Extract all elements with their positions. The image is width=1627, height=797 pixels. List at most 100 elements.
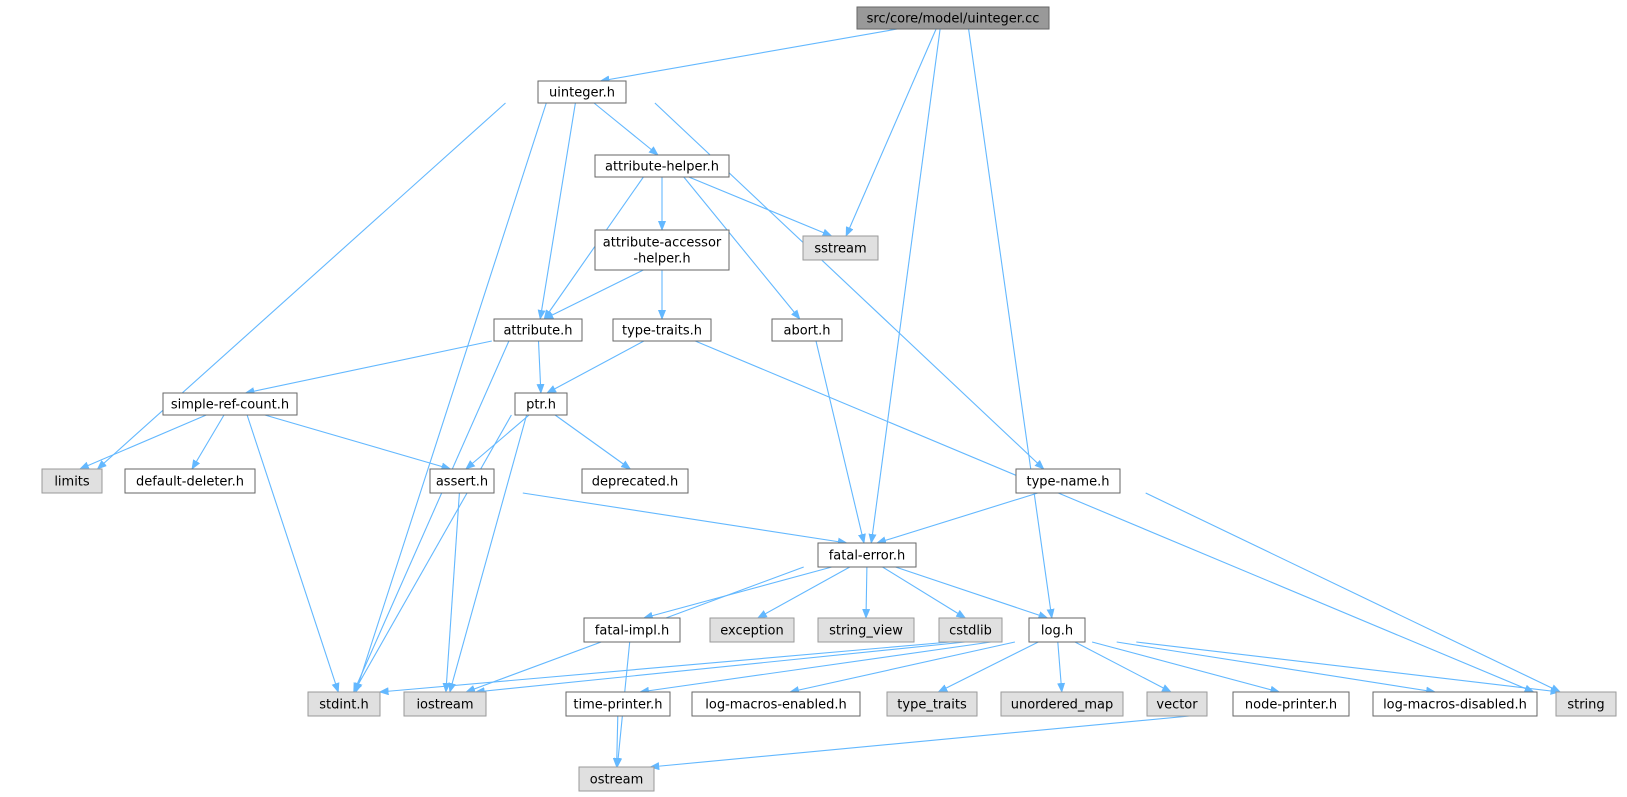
- node-label-log-macros-disabled-h: log-macros-disabled.h: [1383, 698, 1527, 713]
- node-box-abort-h: [771, 318, 843, 342]
- edge-uinteger-cc-to-log-h: [968, 28, 1055, 619]
- node-iostream: iostream: [403, 691, 487, 717]
- node-log-macros-disabled-h[interactable]: log-macros-disabled.h: [1372, 691, 1538, 717]
- edge-simple-ref-count-h-to-assert-h: [264, 414, 452, 471]
- edge-attribute-helper-h-to-sstream: [688, 176, 833, 237]
- edge-assert-h-to-fatal-error-h: [522, 492, 848, 546]
- node-attribute-helper-h[interactable]: attribute-helper.h: [594, 154, 730, 178]
- edge-simple-ref-count-h-to-stdint-h: [246, 414, 340, 693]
- node-box-limits: [41, 468, 103, 494]
- node-attribute-accessor-helper-h[interactable]: attribute-accessor-helper.h: [594, 229, 730, 271]
- node-fatal-impl-h[interactable]: fatal-impl.h: [583, 617, 681, 643]
- node-label-uinteger-h: uinteger.h: [549, 86, 615, 101]
- edge-log-h-to-node-printer-h: [1091, 641, 1281, 694]
- node-label-vector: vector: [1156, 698, 1198, 713]
- node-box-unordered-map: [1000, 691, 1124, 717]
- edge-time-printer-h-to-ostream: [612, 715, 621, 768]
- node-assert-h[interactable]: assert.h: [429, 468, 495, 494]
- node-node-printer-h[interactable]: node-printer.h: [1232, 691, 1350, 717]
- edge-fatal-error-h-to-string-view: [862, 566, 871, 619]
- node-simple-ref-count-h[interactable]: simple-ref-count.h: [162, 392, 298, 416]
- edge-type-traits-h-to-ptr-h: [546, 340, 645, 394]
- node-box-stdint-h: [307, 691, 381, 717]
- node-label-unordered-map: unordered_map: [1011, 698, 1114, 713]
- node-box-log-macros-enabled-h: [691, 691, 861, 717]
- node-type-traits-h[interactable]: type-traits.h: [612, 318, 712, 342]
- node-time-printer-h[interactable]: time-printer.h: [565, 691, 671, 717]
- node-label-deprecated-h: deprecated.h: [592, 475, 678, 490]
- node-default-deleter-h[interactable]: default-deleter.h: [124, 468, 256, 494]
- node-ptr-h[interactable]: ptr.h: [514, 392, 568, 416]
- edge-log-h-to-unordered-map: [1057, 641, 1066, 693]
- node-exception: exception: [709, 617, 795, 643]
- edge-uinteger-h-to-limits: [96, 102, 506, 470]
- node-box-type-traits: [886, 691, 978, 717]
- edge-attribute-accessor-helper-h-to-attribute-h: [543, 269, 644, 320]
- nodes-layer: src/core/model/uinteger.cc uinteger.h attr…: [41, 6, 1617, 792]
- edge-simple-ref-count-h-to-limits: [78, 414, 207, 470]
- node-label-iostream: iostream: [416, 698, 473, 713]
- edge-log-h-to-string: [1136, 641, 1561, 695]
- edge-uinteger-cc-to-fatal-error-h: [868, 28, 941, 544]
- edge-uinteger-h-to-stdint-h: [354, 102, 547, 693]
- node-label-attribute-accessor-helper-h: attribute-accessor: [603, 236, 722, 251]
- node-type-name-h[interactable]: type-name.h: [1015, 468, 1121, 494]
- node-fatal-error-h[interactable]: fatal-error.h: [817, 542, 917, 568]
- edge-fatal-error-h-to-exception: [756, 566, 851, 619]
- node-box-ptr-h: [514, 392, 568, 416]
- edge-abort-h-to-fatal-error-h: [815, 340, 866, 544]
- edge-attribute-h-to-stdint-h: [353, 340, 510, 693]
- node-box-fatal-impl-h: [583, 617, 681, 643]
- edge-attribute-helper-h-to-abort-h: [683, 176, 801, 320]
- node-uinteger-cc[interactable]: src/core/model/uinteger.cc: [856, 6, 1050, 30]
- edge-uinteger-cc-to-uinteger-h: [599, 28, 898, 84]
- node-label-time-printer-h: time-printer.h: [573, 698, 662, 713]
- node-label-log-macros-enabled-h: log-macros-enabled.h: [705, 698, 846, 713]
- node-box-sstream: [802, 235, 879, 261]
- node-label-ostream: ostream: [590, 773, 644, 788]
- node-box-uinteger-h: [537, 80, 627, 104]
- node-box-log-h: [1028, 617, 1086, 643]
- edge-log-h-to-type-traits: [937, 641, 1039, 693]
- edge-node-printer-h-to-ostream: [649, 715, 1190, 771]
- node-attribute-h[interactable]: attribute.h: [493, 318, 583, 342]
- node-string: string: [1555, 691, 1617, 717]
- node-box-attribute-accessor-helper-h: [594, 229, 730, 271]
- node-label-sstream: sstream: [814, 242, 866, 257]
- node-log-h[interactable]: log.h: [1028, 617, 1086, 643]
- edge-attribute-h-to-simple-ref-count-h: [244, 340, 492, 396]
- node-abort-h[interactable]: abort.h: [771, 318, 843, 342]
- node-label-type-traits-h: type-traits.h: [622, 324, 702, 339]
- edge-assert-h-to-iostream: [442, 492, 460, 693]
- node-box-string-view: [817, 617, 915, 643]
- edge-log-h-to-vector: [1074, 641, 1172, 693]
- edge-log-h-to-stdint-h: [378, 641, 951, 696]
- edge-attribute-h-to-ptr-h: [536, 340, 545, 394]
- edge-attribute-helper-h-to-attribute-h: [543, 176, 644, 320]
- node-label-stdint-h: stdint.h: [319, 698, 368, 713]
- node-stdint-h: stdint.h: [307, 691, 381, 717]
- node-box-string: [1555, 691, 1617, 717]
- node-log-macros-enabled-h[interactable]: log-macros-enabled.h: [691, 691, 861, 717]
- node-box-assert-h: [429, 468, 495, 494]
- node-label-default-deleter-h: default-deleter.h: [136, 475, 244, 490]
- node-label-string: string: [1567, 698, 1604, 713]
- edge-ptr-h-to-stdint-h: [353, 414, 512, 693]
- node-box-vector: [1146, 691, 1208, 717]
- node-label-type-traits: type_traits: [897, 698, 967, 713]
- node-label-attribute-h: attribute.h: [503, 324, 572, 339]
- node-vector: vector: [1146, 691, 1208, 717]
- edge-log-h-to-time-printer-h: [639, 641, 992, 695]
- node-deprecated-h[interactable]: deprecated.h: [581, 468, 689, 494]
- node-uinteger-h[interactable]: uinteger.h: [537, 80, 627, 104]
- node-label-string-view: string_view: [829, 624, 903, 639]
- node-label-fatal-error-h: fatal-error.h: [829, 549, 906, 564]
- node-label-attribute-helper-h: attribute-helper.h: [605, 160, 719, 175]
- node-box-attribute-helper-h: [594, 154, 730, 178]
- edge-type-name-h-to-string: [1145, 492, 1562, 693]
- node-box-exception: [709, 617, 795, 643]
- node-box-ostream: [578, 766, 655, 792]
- edge-uinteger-h-to-attribute-h: [537, 102, 576, 320]
- edge-log-h-to-iostream: [474, 641, 966, 696]
